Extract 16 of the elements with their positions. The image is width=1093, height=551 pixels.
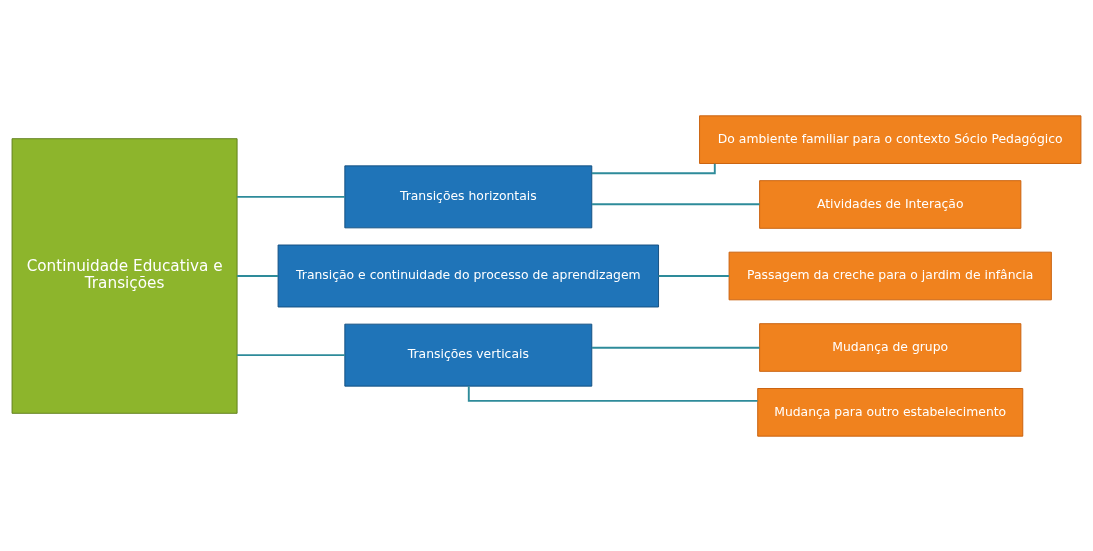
connector xyxy=(657,274,730,277)
connector xyxy=(591,202,761,205)
connector xyxy=(236,274,279,277)
node-box: Do ambiente familiar para o contexto Sócio Pedagógico xyxy=(699,114,1082,164)
node-box: Continuidade Educativa e Transições xyxy=(11,137,238,414)
node-box: Mudança de grupo xyxy=(759,322,1022,372)
node-box: Transições horizontais xyxy=(344,164,593,228)
connector xyxy=(591,346,761,349)
node-box: Transição e continuidade do processo de aprendizagem xyxy=(277,244,659,307)
connector xyxy=(236,195,346,198)
node-box: Passagem da creche para o jardim de infância xyxy=(728,251,1052,300)
connector xyxy=(590,162,716,174)
connector xyxy=(236,353,346,356)
node-box: Atividades de Interação xyxy=(759,179,1022,229)
node-box: Transições verticais xyxy=(344,323,593,387)
node-box: Mudança para outro estabelecimento xyxy=(757,387,1024,437)
